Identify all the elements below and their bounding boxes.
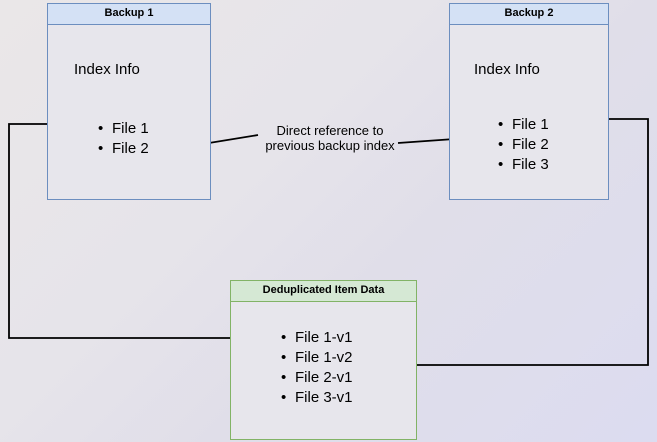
backup-2-header: Backup 2 bbox=[450, 4, 608, 25]
direct-reference-edge-label: Direct reference to previous backup inde… bbox=[250, 123, 410, 153]
backup-2-body: Index Info File 1 File 2 File 3 bbox=[450, 25, 608, 199]
list-item: File 2 bbox=[98, 139, 149, 159]
backup-1-body: Index Info File 1 File 2 bbox=[48, 25, 210, 199]
list-item: File 3 bbox=[498, 155, 549, 175]
list-item: File 2-v1 bbox=[281, 368, 352, 388]
backup-2-box[interactable]: Backup 2 Index Info File 1 File 2 File 3 bbox=[449, 3, 609, 200]
list-item: File 1 bbox=[498, 115, 549, 135]
direct-reference-line-2: previous backup index bbox=[265, 138, 395, 153]
backup-1-header: Backup 1 bbox=[48, 4, 210, 25]
backup-2-index-info-label: Index Info bbox=[474, 61, 540, 78]
list-item: File 1-v1 bbox=[281, 328, 352, 348]
deduplicated-item-data-box[interactable]: Deduplicated Item Data File 1-v1 File 1-… bbox=[230, 280, 417, 440]
list-item: File 1-v2 bbox=[281, 348, 352, 368]
backup-2-file-list: File 1 File 2 File 3 bbox=[496, 115, 549, 175]
direct-reference-line-1: Direct reference to bbox=[276, 123, 384, 138]
deduplicated-item-data-body: File 1-v1 File 1-v2 File 2-v1 File 3-v1 bbox=[231, 302, 416, 439]
backup-1-file-list: File 1 File 2 bbox=[96, 119, 149, 159]
deduplicated-file-list: File 1-v1 File 1-v2 File 2-v1 File 3-v1 bbox=[279, 328, 352, 408]
list-item: File 3-v1 bbox=[281, 388, 352, 408]
backup-1-index-info-label: Index Info bbox=[74, 61, 140, 78]
backup-1-box[interactable]: Backup 1 Index Info File 1 File 2 bbox=[47, 3, 211, 200]
list-item: File 1 bbox=[98, 119, 149, 139]
deduplicated-item-data-header: Deduplicated Item Data bbox=[231, 281, 416, 302]
list-item: File 2 bbox=[498, 135, 549, 155]
